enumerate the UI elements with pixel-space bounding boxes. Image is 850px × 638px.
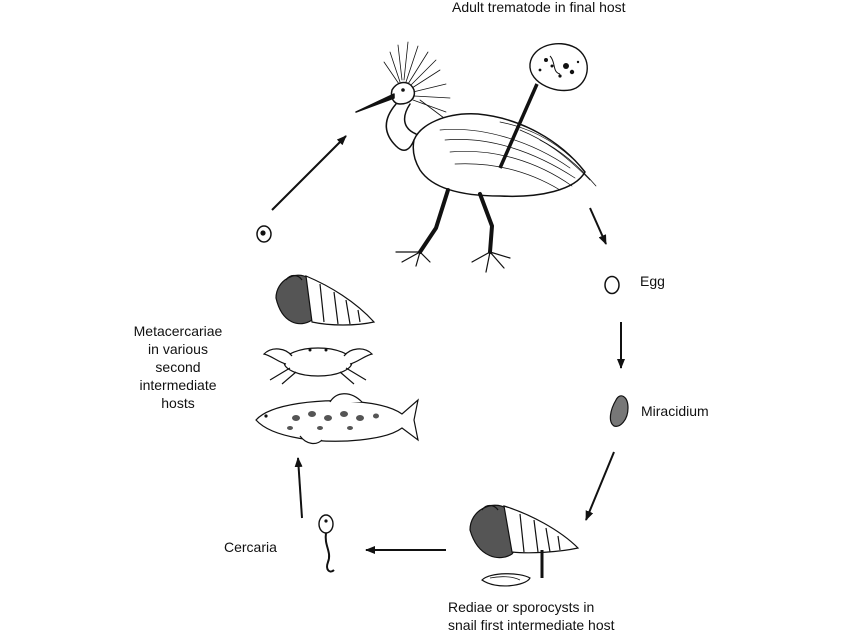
metacercariae-label-line5: hosts (161, 395, 195, 411)
arrow-cyst-to-bird (271, 135, 347, 211)
egret-bird-icon (355, 41, 597, 273)
crab-icon (262, 347, 374, 385)
snail-icon (275, 274, 376, 326)
fish-icon (255, 393, 419, 445)
arrow-cercaria-to-hosts (294, 457, 303, 519)
metacercariae-label-line1: Metacercariae (133, 323, 223, 339)
rediae-label: Rediae or sporocysts in snail first inte… (448, 598, 615, 634)
miracidium-icon (609, 395, 629, 427)
rediae-label-line1: Rediae or sporocysts in (448, 599, 595, 615)
cercaria-icon (318, 514, 335, 573)
egg-icon (604, 275, 620, 295)
miracidium-label: Miracidium (641, 403, 709, 419)
snail-icon (469, 504, 580, 587)
metacercariae-label: Metacercariae in various second intermed… (118, 322, 238, 412)
cyst-icon (256, 225, 272, 243)
arrow-bird-to-egg (589, 207, 607, 245)
egg-label: Egg (640, 273, 665, 289)
arrow-miracidium-to-snail (585, 451, 615, 521)
cercaria-label: Cercaria (224, 539, 277, 555)
metacercariae-label-line3: second (155, 359, 201, 375)
metacercariae-label-line2: in various (148, 341, 208, 357)
metacercariae-label-line4: intermediate (139, 377, 217, 393)
fluke-icon (498, 43, 588, 169)
rediae-label-line2: snail first intermediate host (448, 617, 615, 633)
adult-trematode-label: Adult trematode in final host (452, 0, 626, 15)
